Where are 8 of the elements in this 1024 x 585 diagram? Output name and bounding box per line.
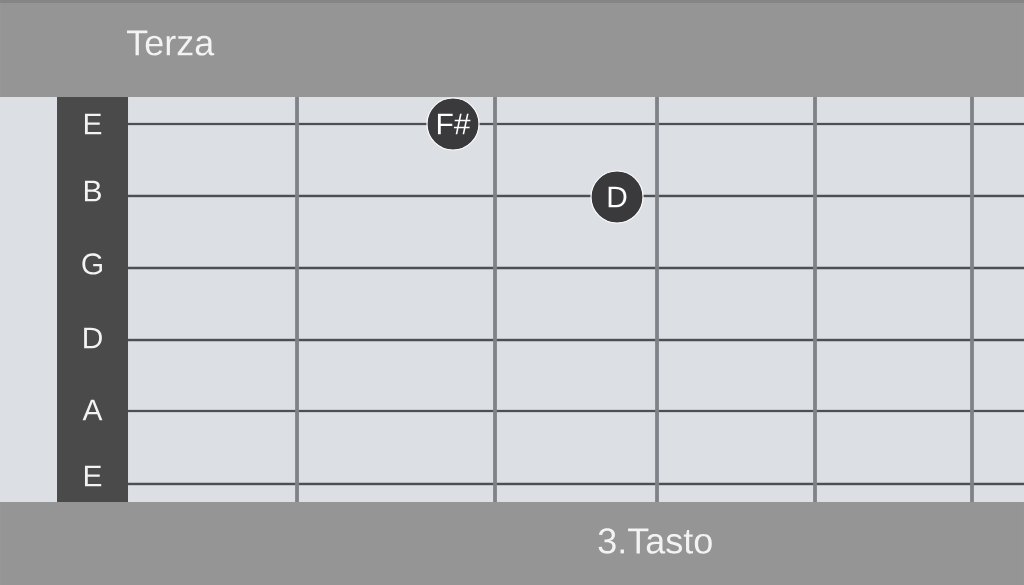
string-label: G — [82, 253, 102, 275]
string-label: B — [84, 180, 101, 202]
string-label: E — [84, 113, 102, 135]
string-label: D — [84, 327, 102, 349]
string-label: A — [82, 399, 103, 421]
header-band: Terza — [0, 0, 1024, 97]
header-band: 3.Tasto — [0, 502, 1024, 585]
string-label: E — [84, 465, 102, 487]
